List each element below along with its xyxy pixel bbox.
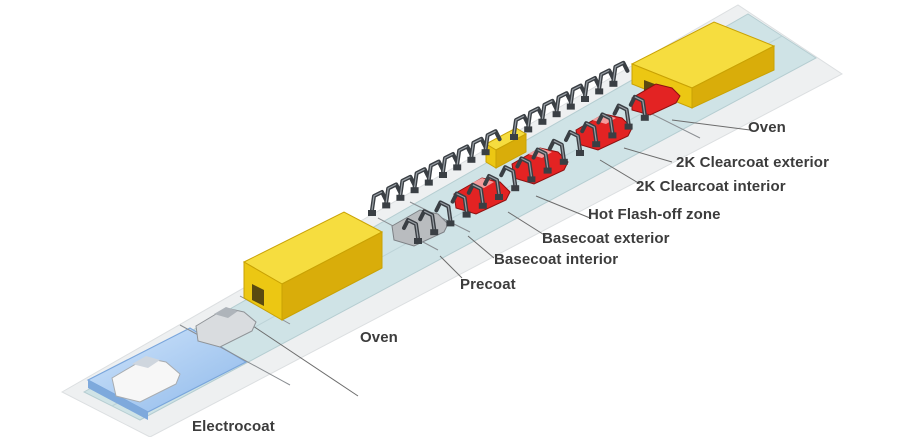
label-basecoat-interior: Basecoat interior (494, 251, 619, 268)
paint-robot-back-0 (368, 190, 388, 216)
paint-robot-back-4 (424, 159, 445, 186)
robots-front-row (402, 94, 649, 244)
paint-robot-front-12 (596, 112, 617, 139)
paint-robot-front-3 (450, 191, 471, 218)
paint-robot-back-1 (382, 182, 403, 209)
label-clearcoat-interior: 2K Clearcoat interior (636, 178, 786, 195)
paint-robot-back-5 (439, 152, 459, 178)
paint-robot-front-6 (499, 165, 520, 192)
paint-robot-back-15 (581, 76, 601, 102)
paint-robot-front-9 (547, 138, 568, 165)
label-clearcoat-exterior: 2K Clearcoat exterior (676, 154, 830, 171)
paint-robot-back-10 (510, 114, 530, 140)
paint-robot-front-14 (628, 94, 649, 121)
paint-robot-front-4 (466, 182, 487, 209)
paint-robot-back-12 (538, 98, 559, 125)
paint-robot-front-0 (402, 218, 422, 244)
paint-robot-front-8 (531, 147, 552, 174)
paint-robot-back-8 (481, 129, 502, 156)
paint-robot-back-2 (396, 174, 417, 201)
car-white-electrocoat (111, 356, 181, 403)
label-basecoat-exterior: Basecoat exterior (542, 230, 670, 247)
paint-robot-front-7 (515, 156, 536, 183)
paint-robot-back-16 (595, 68, 616, 95)
paint-robot-back-3 (410, 167, 431, 194)
paint-robot-front-2 (434, 200, 455, 227)
paint-robot-back-7 (467, 136, 488, 163)
label-oven-bottom: Oven (360, 329, 398, 346)
paint-robot-front-13 (612, 103, 633, 130)
label-electrocoat: Electrocoat (192, 418, 275, 435)
paint-robot-front-11 (580, 121, 601, 148)
paint-robot-front-5 (483, 174, 503, 200)
paint-robot-front-1 (418, 209, 439, 236)
paint-robot-back-17 (609, 60, 630, 87)
paint-robot-front-10 (564, 130, 584, 156)
paint-robot-back-6 (453, 144, 474, 171)
car-grey-oven-exit (195, 307, 257, 348)
label-precoat: Precoat (460, 276, 516, 293)
lower-oven (242, 211, 384, 321)
robots-back-row (368, 60, 630, 216)
paint-robot-back-14 (566, 83, 587, 110)
paint-robot-back-11 (524, 106, 545, 133)
paint-robot-back-13 (552, 91, 573, 118)
label-hot-flashoff: Hot Flash-off zone (588, 206, 721, 223)
label-oven-top: Oven (748, 119, 786, 136)
